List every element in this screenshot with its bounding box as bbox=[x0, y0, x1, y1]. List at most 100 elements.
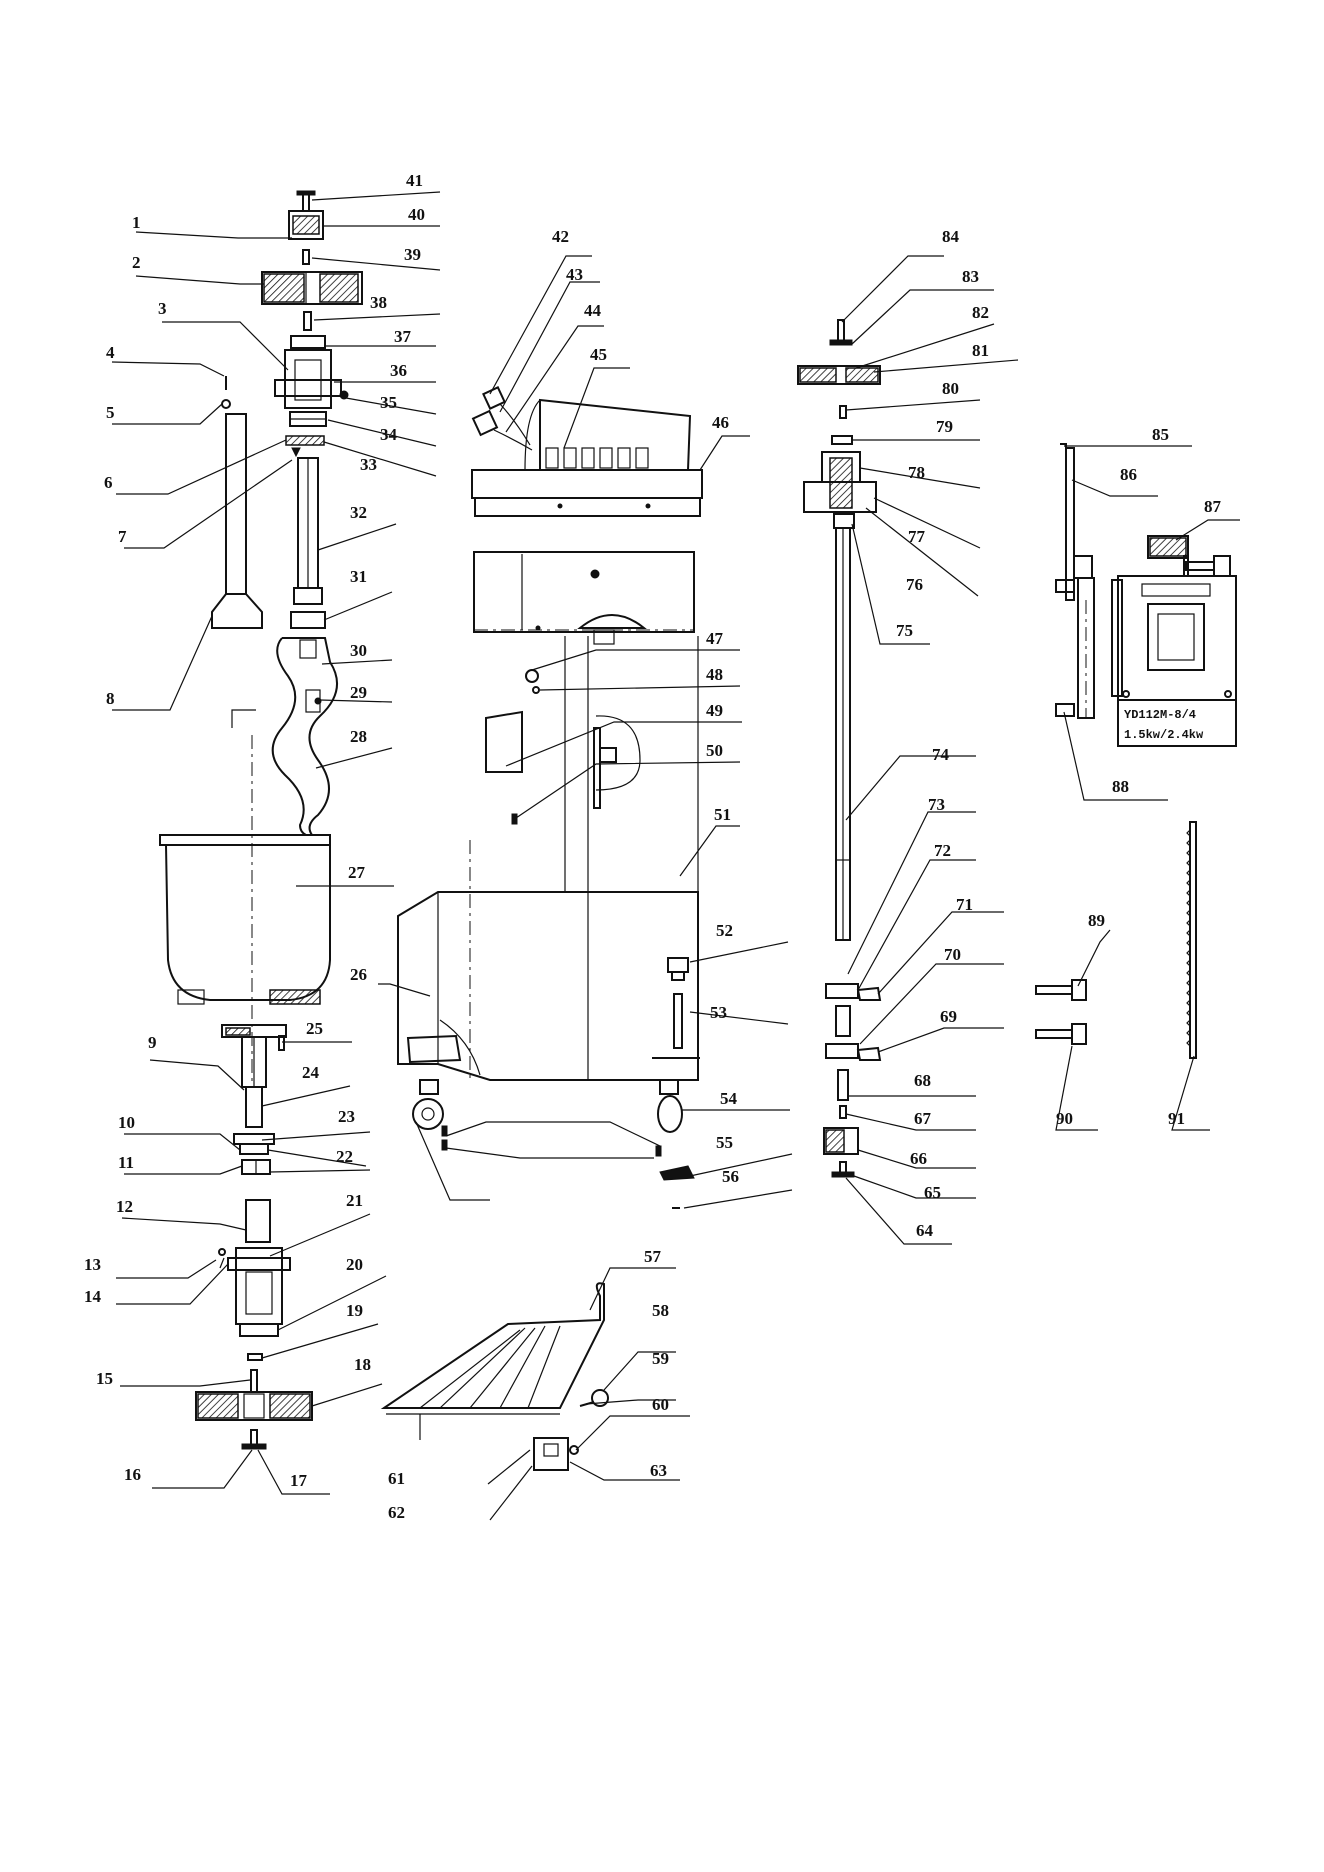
part-label-71: 71 bbox=[956, 895, 973, 914]
part-label-25: 25 bbox=[306, 1019, 323, 1038]
part-label-39: 39 bbox=[404, 245, 421, 264]
part-label-53: 53 bbox=[710, 1003, 727, 1022]
part-label-12: 12 bbox=[116, 1197, 133, 1216]
part-label-38: 38 bbox=[370, 293, 387, 312]
part-label-83: 83 bbox=[962, 267, 979, 286]
part-label-86: 86 bbox=[1120, 465, 1137, 484]
part-label-82: 82 bbox=[972, 303, 989, 322]
motor-model-text: YD112M-8/4 bbox=[1124, 708, 1196, 722]
part-label-80: 80 bbox=[942, 379, 959, 398]
part-label-62: 62 bbox=[388, 1503, 405, 1522]
part-label-44: 44 bbox=[584, 301, 602, 320]
part-number-labels: 1 2 3 4 5 6 7 8 9 10 11 12 13 14 15 16 1… bbox=[84, 171, 1222, 1522]
part-label-20: 20 bbox=[346, 1255, 363, 1274]
part-label-19: 19 bbox=[346, 1301, 363, 1320]
part-label-18: 18 bbox=[354, 1355, 371, 1374]
part-label-30: 30 bbox=[350, 641, 367, 660]
part-label-56: 56 bbox=[722, 1167, 739, 1186]
machine-base bbox=[398, 840, 700, 1208]
part-label-78: 78 bbox=[908, 463, 925, 482]
part-label-60: 60 bbox=[652, 1395, 669, 1414]
part-label-11: 11 bbox=[118, 1153, 134, 1172]
part-label-31: 31 bbox=[350, 567, 367, 586]
part-label-15: 15 bbox=[96, 1369, 113, 1388]
part-label-77: 77 bbox=[908, 527, 926, 546]
part-label-5: 5 bbox=[106, 403, 115, 422]
part-label-87: 87 bbox=[1204, 497, 1222, 516]
lower-bowl-drive bbox=[196, 1025, 312, 1449]
part-label-8: 8 bbox=[106, 689, 115, 708]
part-label-33: 33 bbox=[360, 455, 377, 474]
part-label-49: 49 bbox=[706, 701, 723, 720]
part-label-51: 51 bbox=[714, 805, 731, 824]
part-label-66: 66 bbox=[910, 1149, 927, 1168]
safety-guard-frame bbox=[384, 1283, 608, 1470]
part-label-76: 76 bbox=[906, 575, 923, 594]
part-label-9: 9 bbox=[148, 1033, 157, 1052]
part-label-23: 23 bbox=[338, 1107, 355, 1126]
part-label-48: 48 bbox=[706, 665, 723, 684]
part-label-6: 6 bbox=[104, 473, 113, 492]
guard-post bbox=[212, 376, 262, 628]
part-label-26: 26 bbox=[350, 965, 367, 984]
part-label-35: 35 bbox=[380, 393, 397, 412]
part-label-16: 16 bbox=[124, 1465, 141, 1484]
part-label-68: 68 bbox=[914, 1071, 931, 1090]
column-body bbox=[486, 636, 698, 892]
part-label-89: 89 bbox=[1088, 911, 1105, 930]
part-label-27: 27 bbox=[348, 863, 366, 882]
part-label-63: 63 bbox=[650, 1461, 667, 1480]
part-label-79: 79 bbox=[936, 417, 953, 436]
part-label-84: 84 bbox=[942, 227, 960, 246]
part-label-47: 47 bbox=[706, 629, 724, 648]
motor-assembly: YD112M-8/4 1.5kw/2.4kw bbox=[1056, 444, 1236, 746]
part-label-36: 36 bbox=[390, 361, 407, 380]
part-label-10: 10 bbox=[118, 1113, 135, 1132]
part-label-24: 24 bbox=[302, 1063, 320, 1082]
part-label-90: 90 bbox=[1056, 1109, 1073, 1128]
part-label-46: 46 bbox=[712, 413, 729, 432]
part-label-69: 69 bbox=[940, 1007, 957, 1026]
part-label-43: 43 bbox=[566, 265, 583, 284]
part-label-37: 37 bbox=[394, 327, 412, 346]
part-label-74: 74 bbox=[932, 745, 950, 764]
part-label-65: 65 bbox=[924, 1183, 941, 1202]
part-label-52: 52 bbox=[716, 921, 733, 940]
part-label-61: 61 bbox=[388, 1469, 405, 1488]
part-label-21: 21 bbox=[346, 1191, 363, 1210]
part-label-70: 70 bbox=[944, 945, 961, 964]
transmission-shaft bbox=[798, 320, 880, 1177]
part-label-55: 55 bbox=[716, 1133, 733, 1152]
mixing-bowl bbox=[160, 835, 330, 1004]
part-label-72: 72 bbox=[934, 841, 951, 860]
part-label-3: 3 bbox=[158, 299, 167, 318]
part-label-42: 42 bbox=[552, 227, 569, 246]
part-label-4: 4 bbox=[106, 343, 115, 362]
part-label-81: 81 bbox=[972, 341, 989, 360]
side-fasteners bbox=[1036, 822, 1196, 1058]
part-label-64: 64 bbox=[916, 1221, 934, 1240]
part-label-59: 59 bbox=[652, 1349, 669, 1368]
part-label-14: 14 bbox=[84, 1287, 102, 1306]
part-label-28: 28 bbox=[350, 727, 367, 746]
part-label-50: 50 bbox=[706, 741, 723, 760]
control-panel-assembly bbox=[472, 387, 702, 516]
part-label-57: 57 bbox=[644, 1247, 662, 1266]
part-label-1: 1 bbox=[132, 213, 141, 232]
part-label-88: 88 bbox=[1112, 777, 1129, 796]
part-label-85: 85 bbox=[1152, 425, 1169, 444]
part-label-67: 67 bbox=[914, 1109, 932, 1128]
part-label-34: 34 bbox=[380, 425, 398, 444]
part-label-17: 17 bbox=[290, 1471, 308, 1490]
part-label-32: 32 bbox=[350, 503, 367, 522]
part-label-40: 40 bbox=[408, 205, 425, 224]
motor-power-text: 1.5kw/2.4kw bbox=[1124, 728, 1204, 742]
part-label-7: 7 bbox=[118, 527, 127, 546]
part-label-13: 13 bbox=[84, 1255, 101, 1274]
gearbox-cover bbox=[474, 552, 694, 644]
part-label-45: 45 bbox=[590, 345, 607, 364]
part-label-41: 41 bbox=[406, 171, 423, 190]
part-label-75: 75 bbox=[896, 621, 913, 640]
part-label-91: 91 bbox=[1168, 1109, 1185, 1128]
part-label-29: 29 bbox=[350, 683, 367, 702]
